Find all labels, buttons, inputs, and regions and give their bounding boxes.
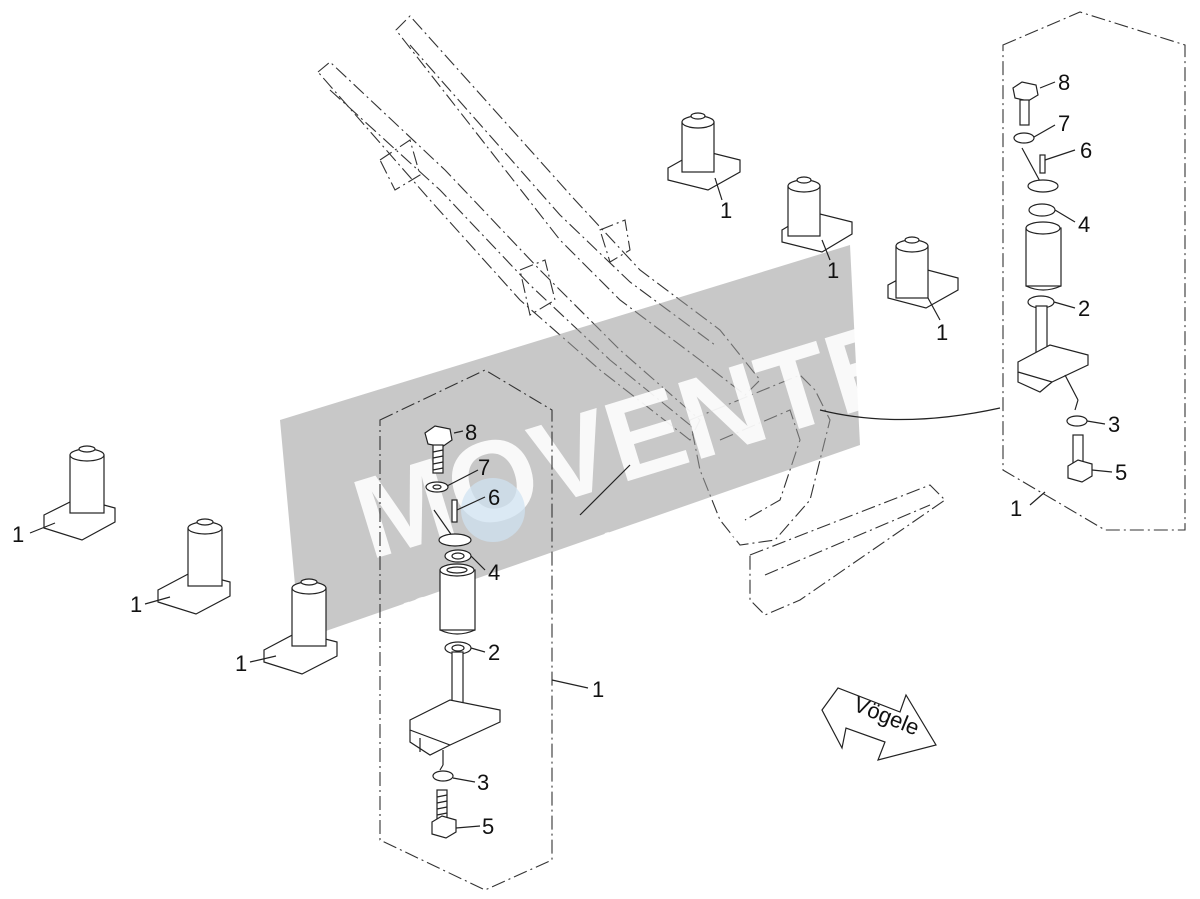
callout-7-right: 7: [1058, 111, 1070, 136]
connector-lines: [579, 407, 1001, 516]
part-lock-washer-right: [1013, 132, 1035, 144]
part-bolt-right: [1012, 81, 1039, 126]
part-bushing-top-right: [1028, 203, 1056, 217]
callout-6-right: 6: [1080, 138, 1092, 163]
callout-2-left: 2: [488, 640, 500, 665]
callout-4-left: 4: [488, 560, 500, 585]
part-pin-right: [1039, 154, 1046, 174]
leader-lines: [29, 81, 1113, 829]
callout-5-left: 5: [482, 814, 494, 839]
support-left-1: [43, 445, 116, 541]
watermark-gear-icon: [461, 478, 525, 542]
support-top-3: [887, 236, 959, 309]
callout-1-left-group: 1: [592, 677, 604, 702]
part-shaft-mount-right: [1017, 305, 1089, 411]
callout-3-left: 3: [477, 770, 489, 795]
callout-1-right-group: 1: [1010, 496, 1022, 521]
callout-1-support-left-1: 1: [12, 522, 24, 547]
part-lock-washer-left: [425, 481, 449, 493]
callout-8-right: 8: [1058, 70, 1070, 95]
part-bolt-bottom-right: [1067, 434, 1093, 483]
support-top-1: [667, 112, 741, 191]
support-left-2: [157, 518, 231, 615]
exploded-group-right: [1002, 11, 1186, 531]
callout-8-left: 8: [465, 420, 477, 445]
callout-1-support-top-3: 1: [936, 320, 948, 345]
part-lock-washer-bottom-left: [432, 770, 454, 782]
watermark: MOVENTE movente.ru: [280, 245, 921, 654]
callouts: 8 7 6 4 2 1 3 5 8 7 6 4 2 3 5 1 1 1 1 1 …: [12, 70, 1127, 839]
part-bolt-left: [424, 425, 453, 474]
part-sleeve-left: [439, 563, 476, 635]
part-shaft-mount-left: [409, 651, 501, 771]
support-top-2: [781, 176, 853, 253]
callout-1-support-left-2: 1: [130, 592, 142, 617]
callout-3-right: 3: [1108, 412, 1120, 437]
part-lock-washer-bottom-right: [1066, 415, 1088, 427]
callout-4-right: 4: [1078, 212, 1090, 237]
direction-arrow: Vögele: [821, 687, 937, 761]
part-bushing-top-left: [444, 549, 472, 563]
part-disk-left: [438, 533, 472, 547]
exploded-group-left: [379, 369, 553, 891]
part-pin-left: [451, 499, 458, 523]
callout-5-right: 5: [1115, 460, 1127, 485]
support-left-3: [263, 578, 338, 675]
callout-1-support-top-1: 1: [720, 198, 732, 223]
callout-1-support-left-3: 1: [235, 651, 247, 676]
callout-6-left: 6: [488, 485, 500, 510]
callout-1-support-top-2: 1: [827, 258, 839, 283]
part-disk-right: [1027, 179, 1059, 193]
part-bolt-bottom-left: [431, 789, 457, 839]
callout-7-left: 7: [478, 455, 490, 480]
part-sleeve-right: [1025, 221, 1062, 291]
support-assemblies: [43, 112, 959, 675]
callout-2-right: 2: [1078, 296, 1090, 321]
